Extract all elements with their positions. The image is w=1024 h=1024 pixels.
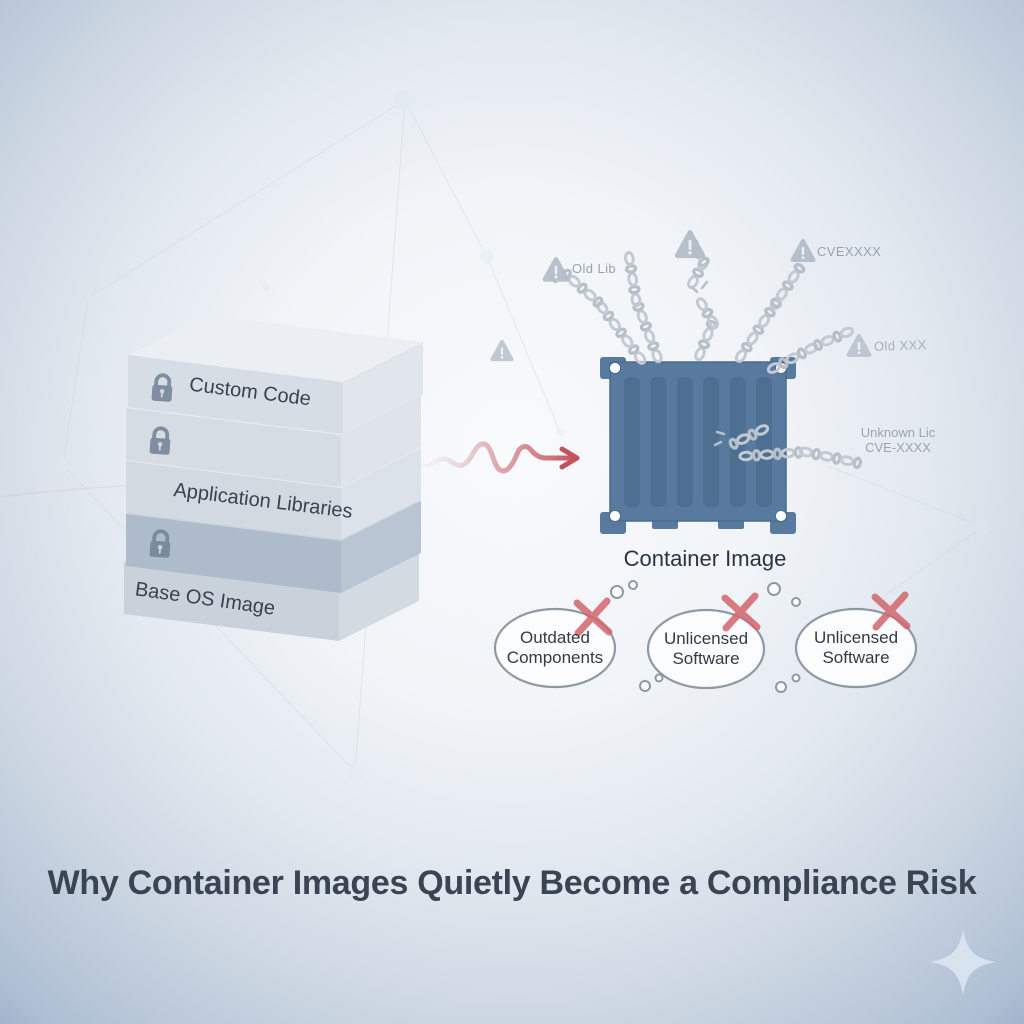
headline: Why Container Images Quietly Become a Co… bbox=[47, 864, 977, 902]
warning-icons bbox=[490, 230, 872, 362]
license-note-line2: CVE-XXXX bbox=[865, 439, 931, 455]
bubble2-line1: Unlicensed bbox=[663, 629, 749, 648]
warning-icon bbox=[674, 230, 706, 259]
x-icon bbox=[573, 591, 911, 637]
warning-label-old-xxx: Old XXX bbox=[873, 337, 927, 354]
warning-icon bbox=[790, 238, 816, 262]
image-stack bbox=[124, 315, 423, 641]
container-image-label: Container Image bbox=[623, 546, 787, 571]
warning-label-old-lib: Old Lib bbox=[572, 261, 616, 276]
bubble-unlicensed-software-2: Unlicensed Software bbox=[796, 628, 916, 669]
lock-icon bbox=[149, 426, 171, 455]
bubble3-line1: Unlicensed bbox=[813, 628, 899, 647]
chain-icon bbox=[560, 239, 863, 470]
warning-label-cve: CVEXXXX bbox=[817, 244, 882, 259]
lock-icon bbox=[149, 529, 171, 558]
license-note: Unknown Lic CVE-XXXX bbox=[853, 425, 943, 456]
sparkle-icon bbox=[930, 929, 996, 995]
bubble1-line2: Components bbox=[506, 648, 604, 668]
bubble3-line2: Software bbox=[822, 648, 890, 668]
license-note-line1: Unknown Lic bbox=[860, 425, 936, 440]
wavy-arrow-icon bbox=[426, 441, 580, 474]
container-icon bbox=[600, 357, 796, 534]
warning-icon bbox=[542, 257, 570, 282]
warning-icon bbox=[490, 339, 514, 362]
bubble1-line1: Outdated bbox=[520, 628, 590, 647]
thought-bubble-icon bbox=[493, 580, 918, 693]
bubble-outdated-components: Outdated Components bbox=[495, 628, 615, 669]
lock-icon bbox=[151, 373, 173, 402]
bubble-unlicensed-software-1: Unlicensed Software bbox=[646, 629, 766, 670]
bubble2-line2: Software bbox=[672, 649, 740, 669]
warning-icon bbox=[846, 333, 872, 357]
